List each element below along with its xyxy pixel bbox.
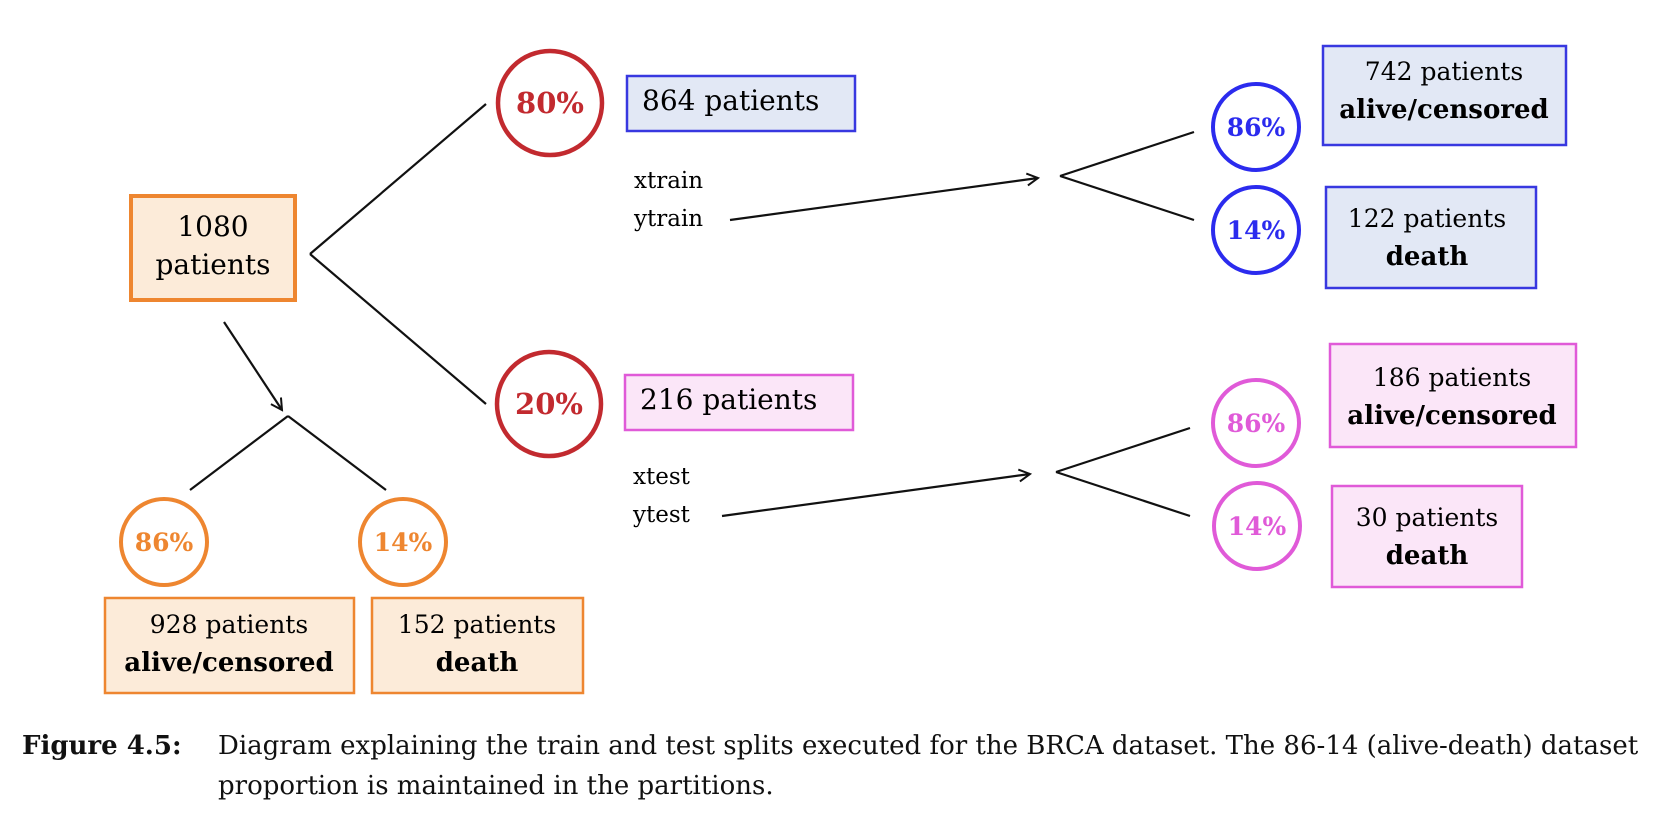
test-alive-percent-circle — [1211, 378, 1301, 468]
root-death-count: 152 patients — [398, 610, 556, 639]
caption-text: Diagram explaining the train and test sp… — [218, 731, 1639, 801]
root-split-death-line — [287, 415, 387, 491]
train-death-percent: 14% — [1227, 216, 1286, 245]
root-death-box — [370, 596, 585, 695]
connectors — [189, 103, 1195, 518]
caption-label: Figure 4.5: — [22, 731, 182, 761]
test-alive-percent: 86% — [1227, 409, 1286, 438]
test-percent: 20% — [515, 387, 583, 421]
test-alive-line — [1055, 426, 1191, 474]
train-count-box — [625, 74, 857, 133]
train-x-label: xtrain — [634, 168, 703, 194]
root-death-branch: 14% 152 patients death — [358, 497, 585, 695]
split-diagram: 1080 patients 86% 928 patients alive/cen… — [103, 44, 1578, 695]
test-percent-circle — [494, 349, 604, 459]
train-alive-branch: 86% 742 patients alive/censored — [1211, 44, 1568, 172]
root-unit: patients — [155, 248, 270, 281]
test-death-percent-circle — [1212, 481, 1302, 571]
root-death-percent-circle — [358, 497, 448, 587]
test-alive-count: 186 patients — [1373, 363, 1531, 392]
test-death-count: 30 patients — [1356, 503, 1498, 532]
test-arrow — [721, 474, 1030, 518]
train-death-label: death — [1386, 242, 1469, 272]
test-death-percent: 14% — [1228, 512, 1287, 541]
root-to-test-line — [309, 253, 487, 405]
train-count: 864 patients — [642, 84, 819, 117]
test-count: 216 patients — [640, 383, 817, 416]
train-death-branch: 14% 122 patients death — [1211, 185, 1538, 290]
train-death-percent-circle — [1211, 185, 1301, 275]
root-alive-percent: 86% — [135, 528, 194, 557]
train-y-label: ytrain — [633, 206, 703, 232]
root-alive-percent-circle — [119, 497, 209, 587]
root-split-alive-line — [189, 415, 289, 491]
train-death-line — [1059, 174, 1195, 222]
test-x-label: xtest — [633, 464, 691, 490]
root-alive-label: alive/censored — [124, 648, 333, 678]
train-death-box — [1324, 185, 1538, 290]
root-alive-box — [103, 596, 356, 695]
root-box — [129, 194, 297, 302]
root-count: 1080 — [177, 210, 248, 243]
test-death-box — [1330, 484, 1524, 589]
test-death-label: death — [1386, 541, 1469, 571]
train-percent: 80% — [516, 86, 584, 120]
train-alive-label: alive/censored — [1339, 95, 1548, 125]
root-to-train-line — [309, 103, 487, 255]
train-percent-circle — [495, 48, 605, 158]
root-alive-count: 928 patients — [150, 610, 308, 639]
train-alive-count: 742 patients — [1365, 57, 1523, 86]
train-arrow — [729, 178, 1038, 222]
test-alive-box — [1328, 342, 1578, 449]
train-death-count: 122 patients — [1348, 204, 1506, 233]
test-alive-label: alive/censored — [1347, 401, 1556, 431]
root-node: 1080 patients — [129, 194, 297, 302]
train-alive-percent-circle — [1211, 82, 1301, 172]
test-death-branch: 14% 30 patients death — [1212, 481, 1524, 589]
test-alive-branch: 86% 186 patients alive/censored — [1211, 342, 1578, 468]
train-alive-line — [1059, 130, 1195, 178]
train-alive-box — [1321, 44, 1568, 147]
root-death-label: death — [436, 648, 519, 678]
train-alive-percent: 86% — [1227, 113, 1286, 142]
root-alive-branch: 86% 928 patients alive/censored — [103, 497, 356, 695]
test-y-label: ytest — [632, 502, 691, 528]
root-split-arrow — [223, 321, 282, 410]
test-count-box — [623, 373, 855, 432]
root-death-percent: 14% — [374, 528, 433, 557]
test-branch: 20% 216 patients xtest ytest — [494, 349, 855, 528]
train-branch: 80% 864 patients xtrain ytrain — [495, 48, 857, 232]
test-death-line — [1055, 470, 1191, 518]
